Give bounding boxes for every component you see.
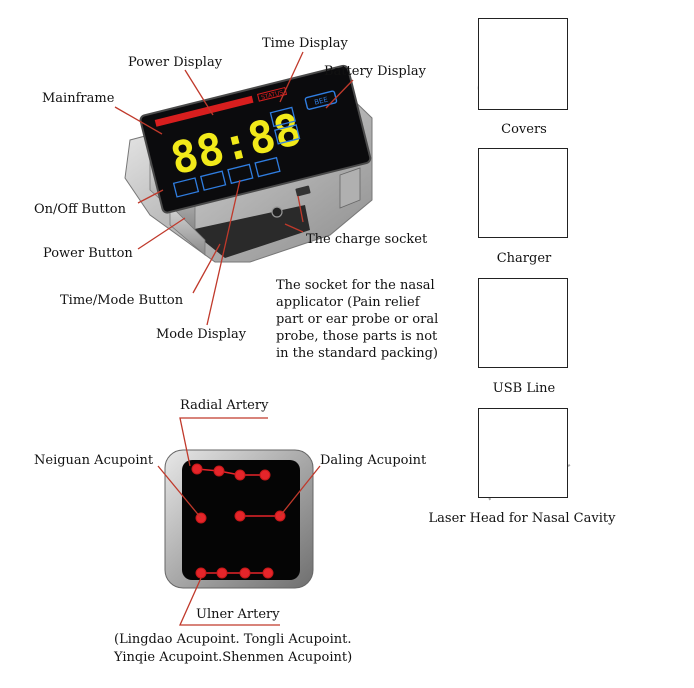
device-screen: STATUS BEE 88:88 (139, 64, 372, 214)
label-mainframe: Mainframe (42, 91, 115, 106)
device-leader-lines (114, 51, 354, 326)
label-nasal-socket: The socket for the nasal applicator (Pai… (276, 278, 439, 361)
laser-dot (216, 567, 228, 579)
laser-dot (191, 463, 203, 475)
label-mode-display: Mode Display (156, 327, 247, 342)
label-ulner-artery: Ulner Artery (196, 607, 280, 622)
accessory-box-charger (478, 148, 568, 238)
label-daling-acupoint: Daling Acupoint (320, 453, 427, 468)
label-time-display: Time Display (262, 36, 348, 51)
laser-dot (234, 469, 246, 481)
power-display-bar (154, 95, 254, 127)
accessory-label-usb-line: USB Line (492, 381, 556, 396)
accessory-box-covers (478, 18, 568, 110)
laser-dots (191, 463, 286, 579)
label-radial-artery: Radial Artery (180, 398, 269, 413)
laser-dot (262, 567, 274, 579)
label-battery-display: Battery Display (324, 64, 426, 79)
nasal-socket-shape (271, 206, 283, 218)
accessory-box-usb-line (478, 278, 568, 368)
power-button-shape (169, 204, 206, 256)
charge-socket-shape (295, 185, 311, 197)
battery-display-text: BEE (314, 96, 329, 107)
label-acupoint-note-line2: Yinqie Acupoint.Shenmen Acupoint) (114, 650, 353, 665)
label-power-button: Power Button (43, 246, 133, 261)
mode-display-icons (172, 156, 281, 198)
acupoint-leader-lines (157, 417, 321, 626)
label-acupoint-note-line1: (Lingdao Acupoint. Tongli Acupoint. (114, 632, 352, 647)
laser-dot (259, 469, 271, 481)
accessory-label-laser-head: Laser Head for Nasal Cavity (428, 511, 616, 526)
laser-dot (234, 510, 246, 522)
laser-dot (213, 465, 225, 477)
accessory-label-charger: Charger (496, 251, 552, 266)
label-charge-socket: The charge socket (306, 232, 428, 247)
accessory-box-laser-head (478, 408, 568, 498)
label-power-display: Power Display (128, 55, 223, 70)
label-onoff-button: On/Off Button (34, 202, 127, 217)
label-time-mode-button: Time/Mode Button (60, 293, 184, 308)
battery-display-icon (304, 90, 338, 110)
laser-dot (239, 567, 251, 579)
label-neiguan-acupoint: Neiguan Acupoint (34, 453, 154, 468)
accessory-label-covers: Covers (501, 122, 547, 137)
laser-dot (195, 567, 207, 579)
